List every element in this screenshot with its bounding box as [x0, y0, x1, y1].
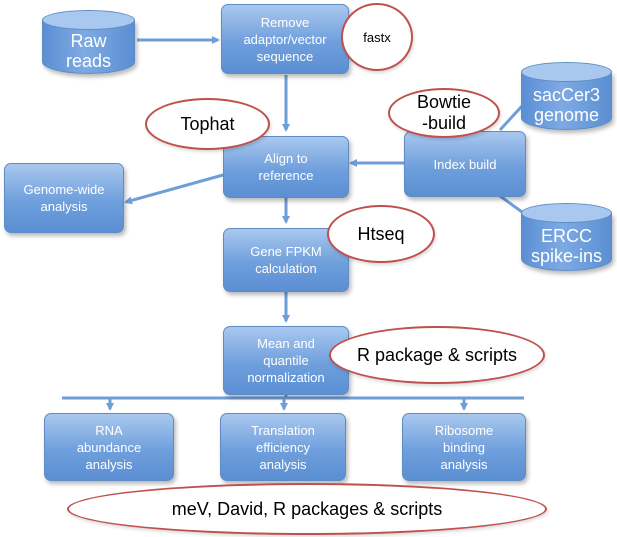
saccer3-genome-database: sacCer3 genome: [521, 62, 612, 130]
align-to-reference-box: Align to reference: [223, 136, 349, 198]
htseq-tool-callout: Htseq: [327, 205, 435, 263]
ercc-spike-ins-label: ERCC spike-ins: [530, 225, 603, 266]
tophat-tool-callout: Tophat: [145, 98, 270, 150]
r-package-scripts-tool-callout: R package & scripts: [329, 326, 545, 384]
mean-quantile-normalization-box: Mean and quantile normalization: [223, 326, 349, 395]
raw-reads-label: Raw reads: [65, 30, 112, 71]
arrow-align-to-genome-wide: [124, 173, 224, 205]
translation-efficiency-analysis-box: Translation efficiency analysis: [220, 413, 346, 481]
fastx-tool-callout: fastx: [341, 3, 413, 71]
saccer3-genome-label: sacCer3 genome: [532, 84, 601, 125]
rna-abundance-analysis-box: RNA abundance analysis: [44, 413, 174, 481]
remove-adaptor-box: Remove adaptor/vector sequence: [221, 4, 349, 74]
index-build-box: Index build: [404, 131, 526, 197]
connector-saccer3-to-index: [498, 104, 524, 132]
connector-ercc-to-index: [499, 194, 523, 214]
ercc-spike-ins-database: ERCC spike-ins: [521, 203, 612, 271]
raw-reads-database: Raw reads: [42, 10, 135, 74]
genome-wide-analysis-box: Genome-wide analysis: [4, 163, 124, 233]
mev-david-r-packages-tool-callout: meV, David, R packages & scripts: [67, 483, 547, 535]
bowtie-build-tool-callout: Bowtie -build: [388, 88, 500, 138]
ribosome-binding-analysis-box: Ribosome binding analysis: [402, 413, 526, 481]
